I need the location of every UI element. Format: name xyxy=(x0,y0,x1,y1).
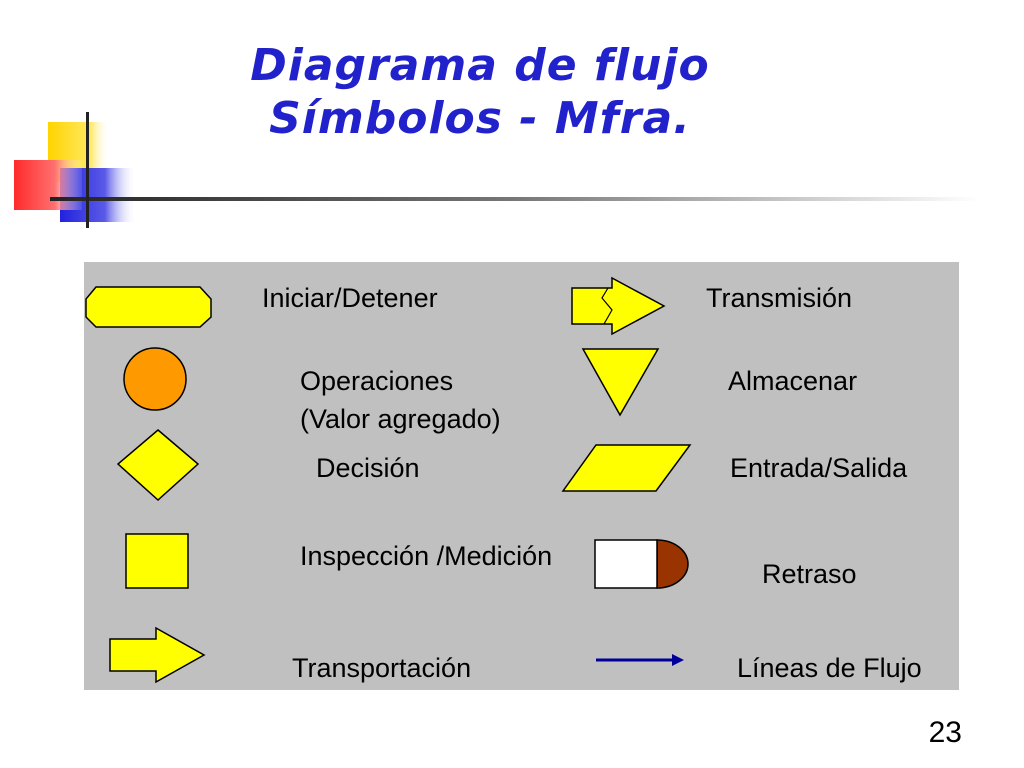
flow-lines-label: Líneas de Flujo xyxy=(737,653,922,683)
decision-label: Decisión xyxy=(316,453,420,483)
inspection-label: Inspección /Medición xyxy=(300,541,553,571)
operations-label-line-2: (Valor agregado) xyxy=(300,404,501,434)
slide-title-line-2: Símbolos - Mfra. xyxy=(269,93,691,144)
delay-label: Retraso xyxy=(762,559,857,589)
transport-symbol xyxy=(109,626,206,684)
operations-symbol xyxy=(123,347,187,411)
deco-rule-line xyxy=(50,197,980,201)
transmission-label: Transmisión xyxy=(706,283,853,313)
symbols-panel xyxy=(84,262,959,690)
operations-label-line-1: Operaciones xyxy=(300,366,454,396)
slide-title-line-1: Diagrama de flujo xyxy=(250,40,710,91)
page-number: 23 xyxy=(928,716,962,749)
storage-symbol xyxy=(581,348,660,417)
delay-symbol xyxy=(594,539,689,589)
deco-vertical-line xyxy=(86,112,89,228)
start-stop-label: Iniciar/Detener xyxy=(262,283,438,313)
flow-line-symbol xyxy=(596,654,684,666)
corner-decoration xyxy=(14,112,980,228)
input-output-symbol xyxy=(561,444,692,492)
transport-label: Transportación xyxy=(292,653,472,683)
storage-label: Almacenar xyxy=(728,366,858,396)
decision-symbol xyxy=(116,429,200,502)
transmission-symbol xyxy=(571,276,666,336)
deco-red-square xyxy=(14,160,82,210)
start-stop-symbol xyxy=(85,286,212,328)
input-output-label: Entrada/Salida xyxy=(730,453,908,483)
inspection-symbol xyxy=(125,533,189,589)
